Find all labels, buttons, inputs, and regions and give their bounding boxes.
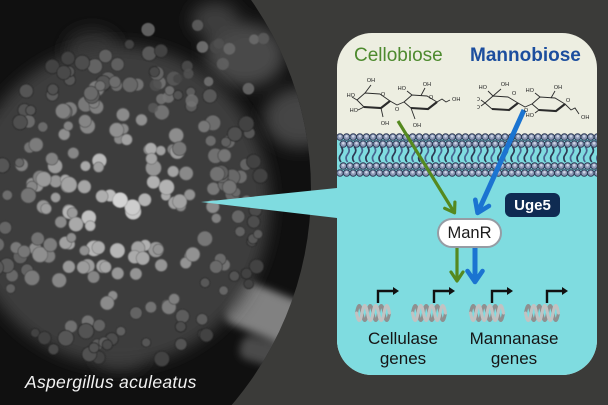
mannanase-label-line1: Mannanase [469,329,559,348]
svg-text:O: O [524,108,529,114]
svg-text:OH: OH [423,82,431,88]
svg-text:OH: OH [367,78,375,84]
svg-text:HO: HO [526,113,535,119]
cellobiose-title: Cellobiose [354,45,443,66]
svg-text:O: O [429,95,434,101]
cellulase-genes-label: Cellulase genes [343,329,463,369]
uge5-enzyme-badge: Uge5 [505,193,560,217]
manr-regulator-node: ManR [437,218,502,248]
cellobiose-signal-arrow [396,120,457,215]
svg-text:OH: OH [452,97,460,103]
conidia-cluster [0,19,272,367]
gene-icons [354,287,568,323]
svg-text:OH: OH [501,82,509,88]
mannobiose-structure-icon: HOOHHOHOOOHOOHHOOOH [477,82,589,121]
mannanase-genes-label: Mannanase genes [454,329,574,369]
svg-text:O: O [566,98,571,104]
svg-text:OH: OH [413,123,421,129]
species-caption: Aspergillus aculeatus [25,372,197,392]
svg-text:HO: HO [347,93,356,99]
svg-text:HO: HO [477,97,481,103]
svg-text:O: O [512,91,517,97]
mannobiose-title: Mannobiose [470,45,581,66]
magnifier-wedge [201,188,337,218]
svg-text:HO: HO [477,105,481,111]
svg-text:O: O [381,92,386,98]
diagram-graphics [337,108,597,375]
svg-text:OH: OH [554,85,562,91]
svg-text:O: O [395,107,400,113]
svg-text:OH: OH [381,121,389,127]
mannobiose-signal-arrow [472,108,527,216]
cellulase-label-line1: Cellulase [368,329,438,348]
svg-text:HO: HO [526,88,535,94]
cellulase-label-line2: genes [379,349,427,368]
svg-text:HO: HO [398,86,407,92]
mannanase-label-line2: genes [490,349,538,368]
svg-text:OH: OH [581,115,589,121]
svg-text:HO: HO [350,108,359,114]
svg-text:HO: HO [479,85,488,91]
